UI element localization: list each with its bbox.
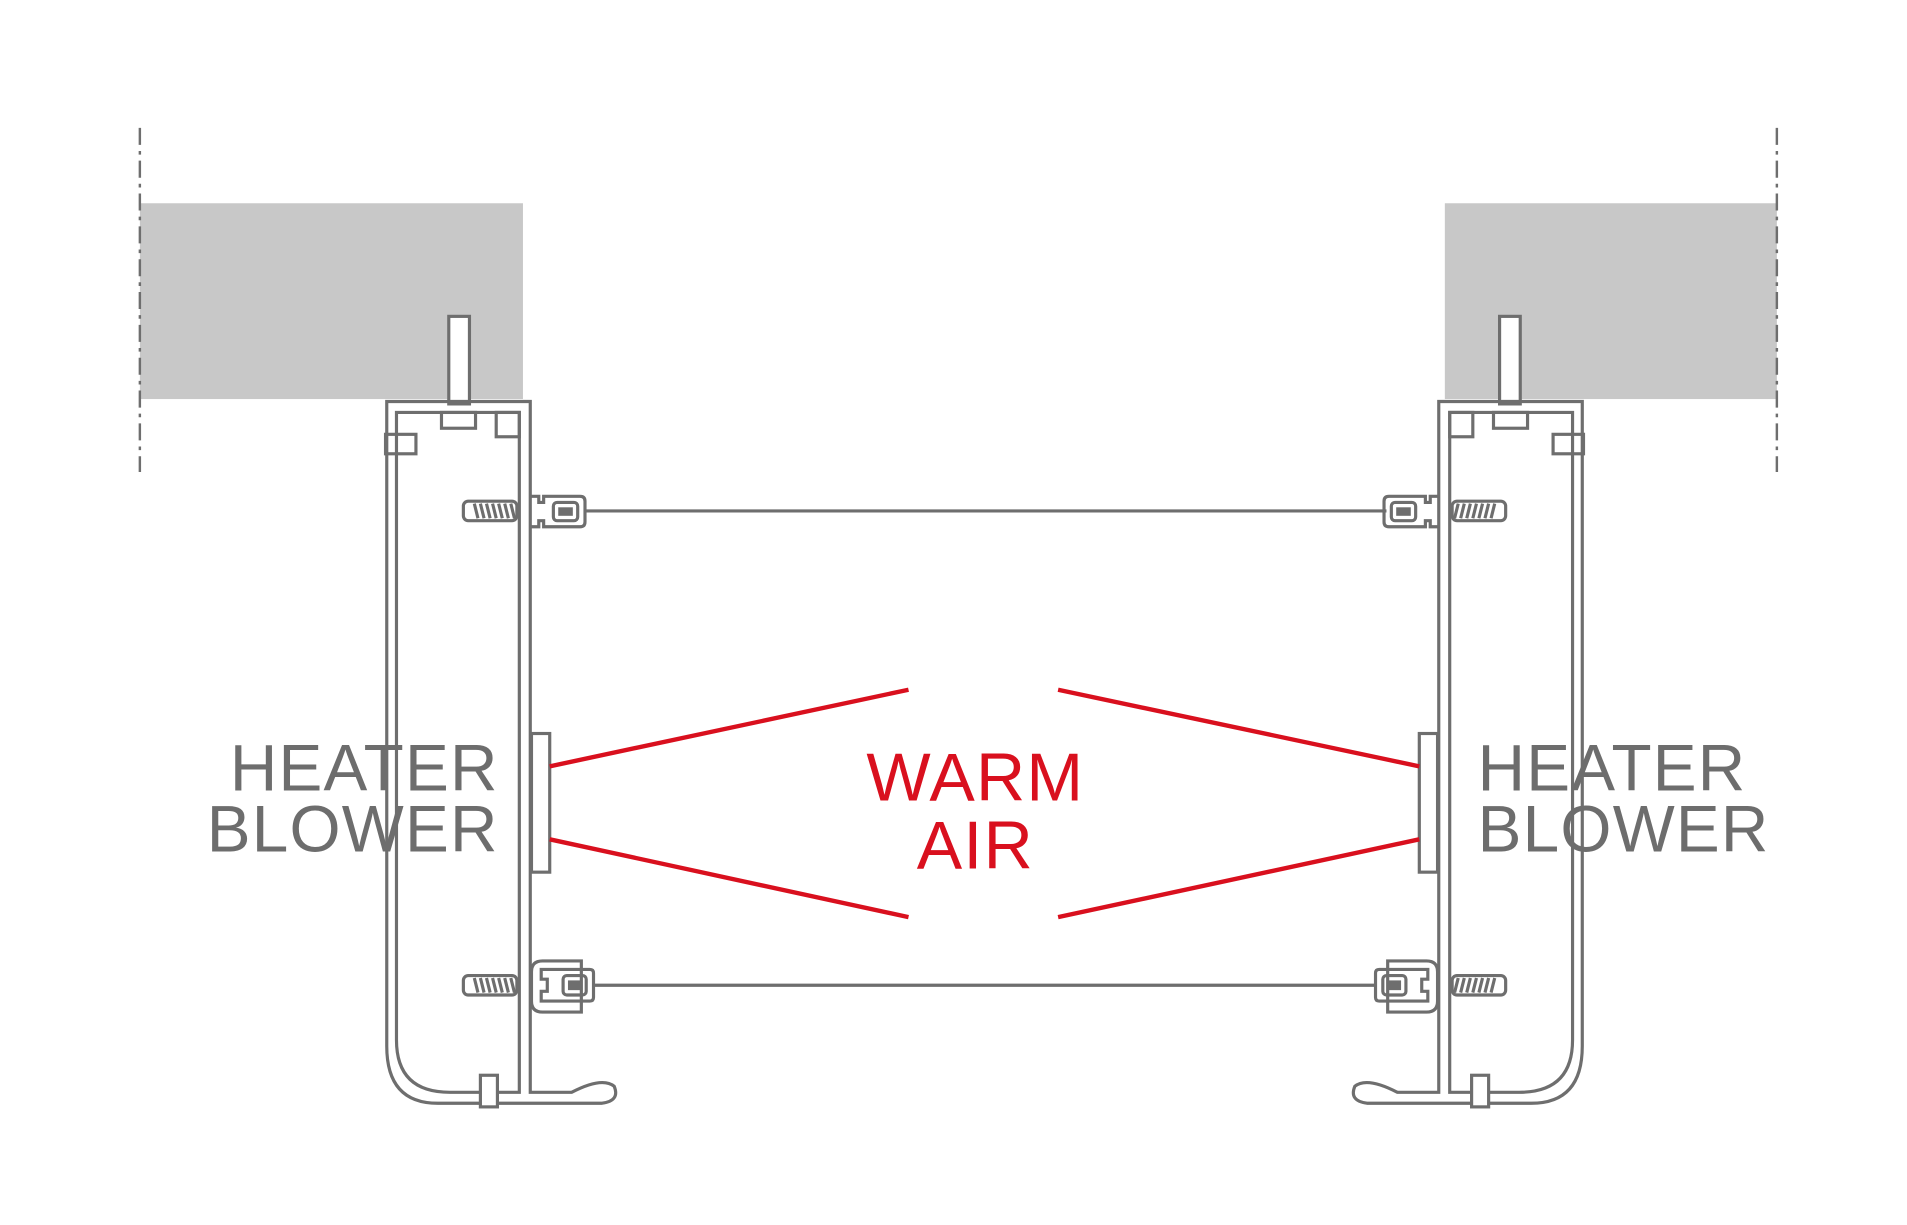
right-label-blower: BLOWER: [1478, 792, 1770, 865]
left-wall: [138, 127, 523, 473]
air-label: AIR: [917, 808, 1034, 884]
left-label-heater: HEATER: [230, 732, 499, 805]
left-heater-unit: [383, 314, 618, 1109]
warm-label: WARM: [866, 739, 1084, 815]
left-label-blower: BLOWER: [207, 792, 499, 865]
right-heater-unit: [1351, 314, 1586, 1109]
warm-air-flow-lines: [549, 687, 1420, 920]
right-label-heater: HEATER: [1478, 732, 1747, 805]
